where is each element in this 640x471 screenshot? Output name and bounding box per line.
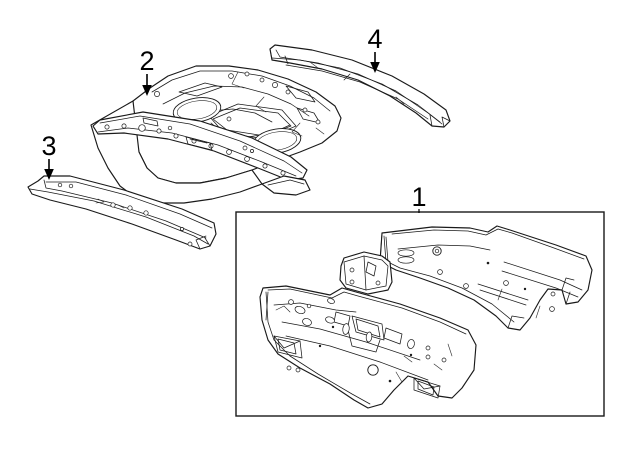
callout-2-arrowhead: [142, 85, 152, 96]
part-3-rocker-sill-rail[interactable]: [27, 175, 217, 250]
callout-3-number: 3: [41, 131, 56, 161]
callout-1-group-box: [235, 211, 605, 417]
callout-1[interactable]: 1: [411, 182, 427, 213]
callout-1-number: 1: [411, 182, 426, 212]
callout-3[interactable]: 3: [41, 131, 57, 180]
callout-4-number: 4: [367, 24, 382, 54]
callout-3-arrowhead: [44, 169, 54, 180]
part-1-rear-end-upper-panel[interactable]: [379, 225, 593, 331]
callout-2[interactable]: 2: [139, 46, 155, 96]
part-1-small-bracket[interactable]: [339, 251, 393, 295]
part-1-rear-closing-panel[interactable]: [259, 285, 477, 409]
callout-2-number: 2: [139, 46, 154, 76]
callout-4-arrowhead: [370, 62, 380, 73]
part-2-rear-floor-panel[interactable]: [90, 65, 342, 204]
part-4-roof-header-beam[interactable]: [269, 44, 451, 128]
callout-4[interactable]: 4: [367, 24, 383, 73]
